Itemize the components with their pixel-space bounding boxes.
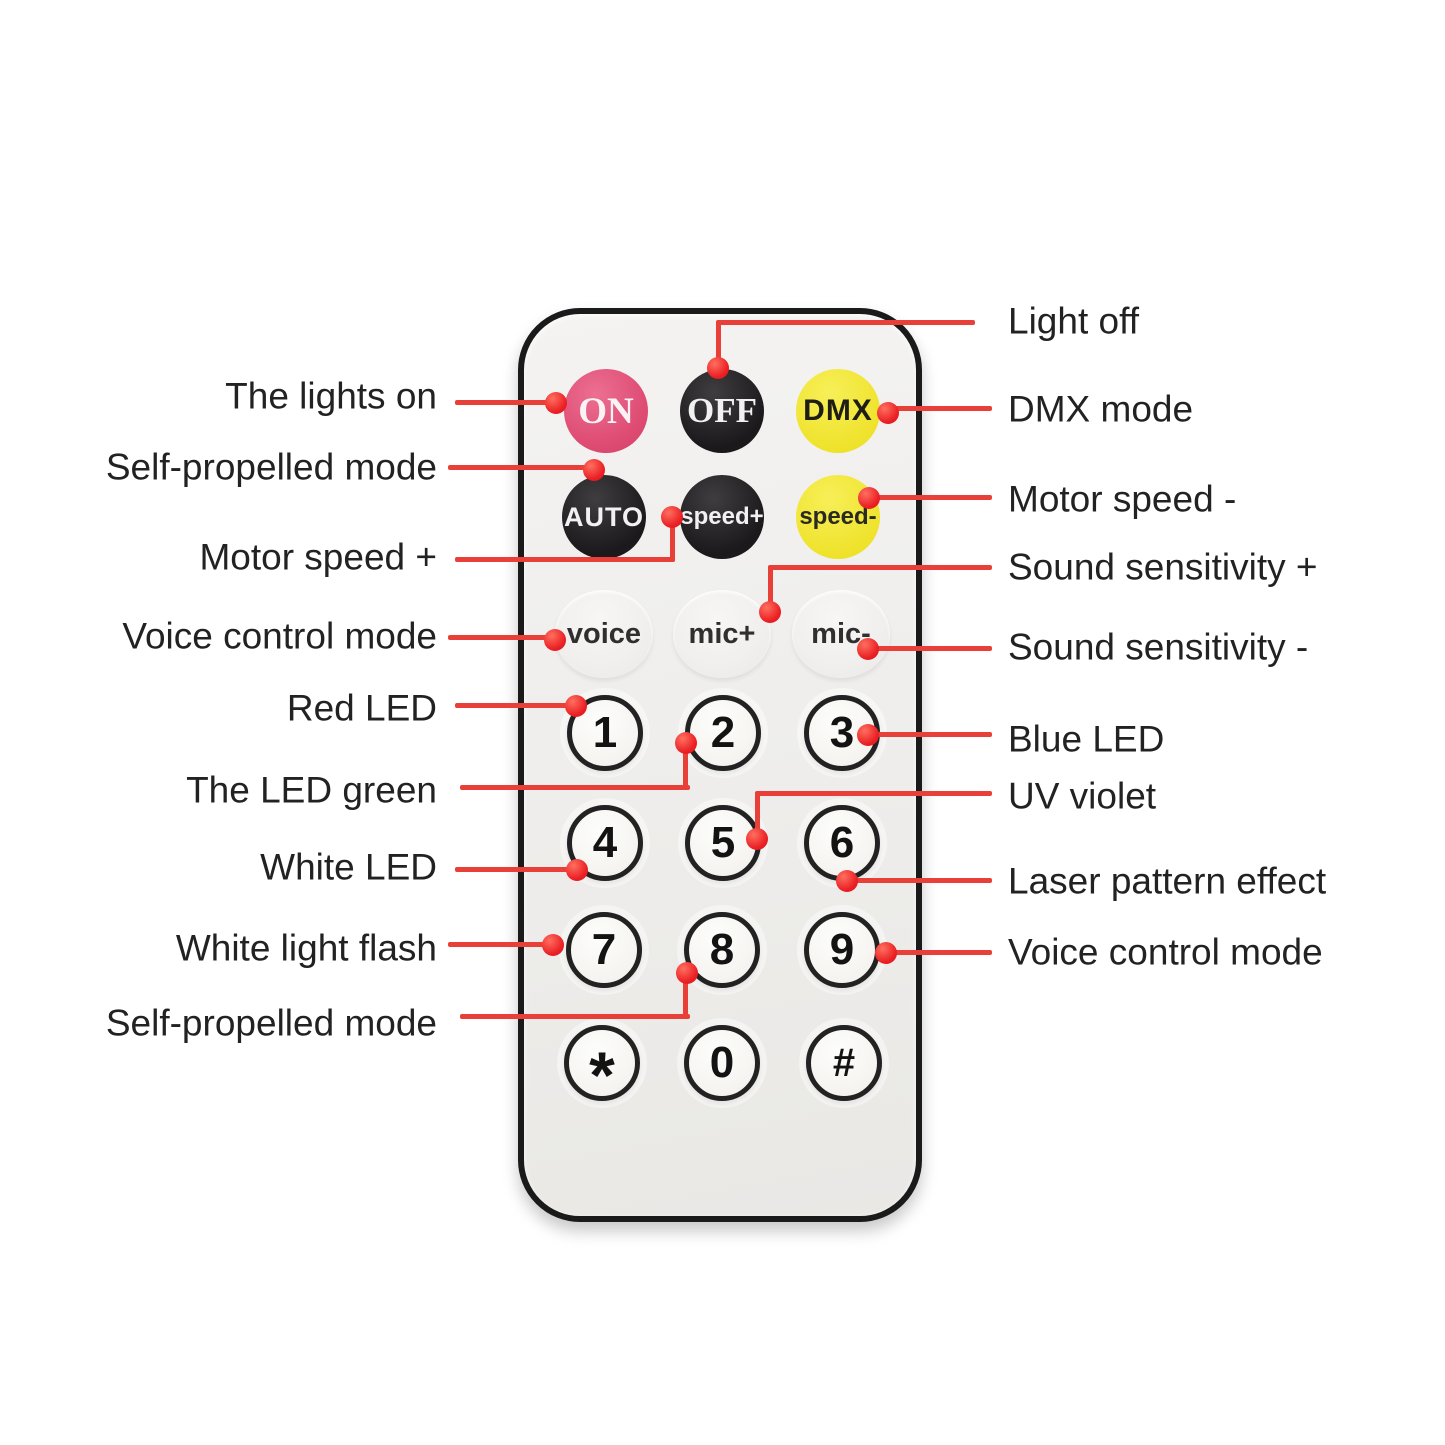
connector-line	[448, 465, 596, 470]
button-0[interactable]: 0	[684, 1025, 760, 1101]
connector-dot	[746, 828, 768, 850]
button-auto[interactable]: AUTO	[562, 475, 646, 559]
connector-dot	[857, 724, 879, 746]
label-lights-on: The lights on	[225, 375, 437, 417]
connector-dot	[544, 629, 566, 651]
button-7[interactable]: 7	[566, 912, 642, 988]
label-white-light-flash: White light flash	[175, 927, 437, 969]
label-led-green: The LED green	[186, 769, 437, 811]
label-sound-sensitivity-minus: Sound sensitivity -	[1008, 626, 1309, 668]
button-hash[interactable]: #	[806, 1025, 882, 1101]
connector-dot	[583, 459, 605, 481]
connector-line	[716, 320, 975, 325]
connector-dot	[545, 392, 567, 414]
label-white-led: White LED	[260, 846, 437, 888]
connector-line	[849, 878, 992, 883]
connector-dot	[836, 870, 858, 892]
button-on[interactable]: ON	[564, 369, 648, 453]
connector-dot	[759, 601, 781, 623]
button-dmx[interactable]: DMX	[796, 369, 880, 453]
label-motor-speed-plus: Motor speed +	[199, 536, 437, 578]
button-voice[interactable]: voice	[555, 590, 653, 678]
connector-line	[683, 743, 688, 790]
star-glyph: *	[589, 1038, 615, 1112]
connector-dot	[858, 487, 880, 509]
connector-line	[768, 565, 992, 570]
connector-dot	[661, 506, 683, 528]
connector-line	[755, 793, 760, 841]
connector-line	[460, 1014, 690, 1019]
connector-dot	[566, 859, 588, 881]
connector-line	[870, 646, 992, 651]
button-speed-plus[interactable]: speed+	[680, 475, 764, 559]
connector-line	[460, 785, 690, 790]
button-6[interactable]: 6	[804, 805, 880, 881]
connector-line	[888, 950, 992, 955]
button-star[interactable]: *	[564, 1025, 640, 1112]
label-light-off: Light off	[1008, 300, 1139, 342]
connector-line	[888, 406, 992, 411]
button-4[interactable]: 4	[567, 805, 643, 881]
label-self-propelled-top: Self-propelled mode	[105, 446, 437, 488]
connector-line	[670, 517, 675, 562]
label-blue-led: Blue LED	[1008, 718, 1165, 760]
button-9[interactable]: 9	[804, 912, 880, 988]
label-dmx-mode: DMX mode	[1008, 388, 1194, 430]
connector-line	[683, 971, 688, 1019]
label-uv-violet: UV violet	[1008, 775, 1157, 817]
button-mic-plus[interactable]: mic+	[673, 590, 771, 678]
connector-line	[455, 400, 559, 405]
connector-dot	[707, 357, 729, 379]
label-voice-control-right: Voice control mode	[1008, 931, 1323, 973]
connector-dot	[565, 695, 587, 717]
connector-line	[768, 567, 773, 614]
label-sound-sensitivity-plus: Sound sensitivity +	[1008, 546, 1318, 588]
connector-dot	[676, 962, 698, 984]
connector-dot	[877, 402, 899, 424]
label-laser-pattern-effect: Laser pattern effect	[1008, 860, 1327, 902]
button-off[interactable]: OFF	[680, 369, 764, 453]
connector-line	[755, 791, 992, 796]
connector-dot	[857, 638, 879, 660]
connector-dot	[875, 942, 897, 964]
connector-line	[716, 322, 721, 370]
connector-line	[870, 732, 992, 737]
button-mic-minus[interactable]: mic-	[792, 590, 890, 678]
connector-line	[448, 942, 556, 947]
label-voice-control-left: Voice control mode	[122, 615, 437, 657]
connector-line	[448, 635, 558, 640]
label-red-led: Red LED	[286, 687, 437, 729]
label-self-propelled-bottom: Self-propelled mode	[105, 1002, 437, 1044]
connector-dot	[675, 732, 697, 754]
button-2[interactable]: 2	[685, 695, 761, 771]
button-1[interactable]: 1	[567, 695, 643, 771]
button-8[interactable]: 8	[684, 912, 760, 988]
connector-line	[455, 557, 675, 562]
connector-line	[870, 495, 992, 500]
connector-dot	[542, 934, 564, 956]
connector-line	[455, 867, 580, 872]
label-motor-speed-minus: Motor speed -	[1008, 478, 1237, 520]
connector-line	[455, 703, 581, 708]
